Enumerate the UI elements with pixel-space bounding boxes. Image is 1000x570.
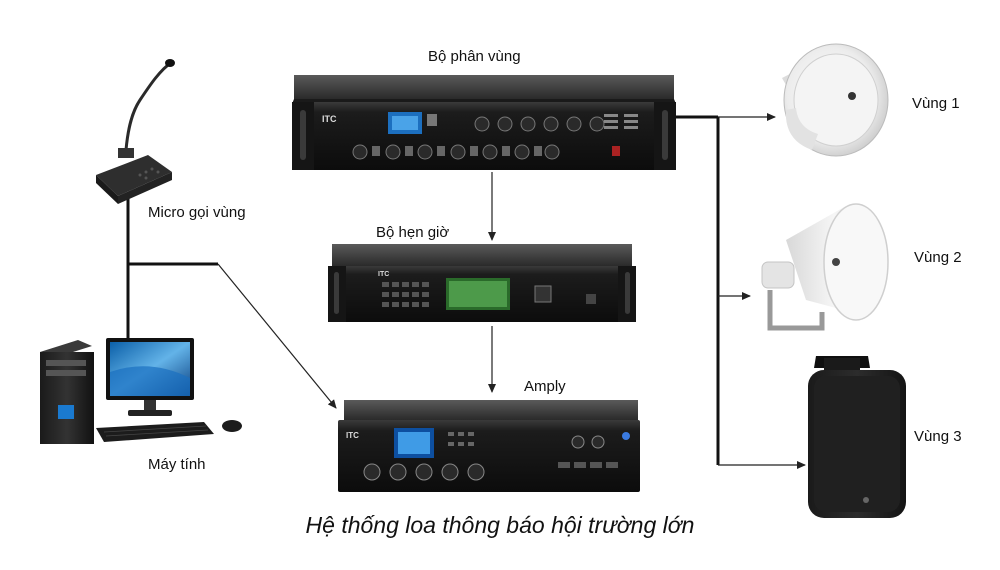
amplifier-device: ITC [338, 400, 640, 492]
zone-selector-brand: ITC [322, 114, 337, 124]
zone1-speaker [782, 43, 889, 157]
zone3-label: Vùng 3 [914, 428, 962, 445]
amplifier-brand: ITC [346, 431, 359, 440]
diagram-caption: Hệ thống loa thông báo hội trường lớn [305, 512, 695, 538]
mic-to-amp-arrow [217, 263, 337, 409]
computer-device [40, 338, 242, 444]
timer-brand: ITC [378, 271, 389, 278]
connection-lines [126, 113, 806, 469]
microphone-label: Micro gọi vùng [148, 204, 246, 221]
zone2-label: Vùng 2 [914, 249, 962, 266]
timer-label: Bộ hẹn giờ [376, 224, 449, 241]
timer-device: ITC [328, 244, 636, 322]
amplifier-label: Amply [524, 378, 566, 395]
zone-selector-label: Bộ phân vùng [428, 48, 521, 65]
microphone-device [96, 59, 175, 204]
zone3-speaker [808, 356, 906, 518]
zone2-speaker [761, 203, 889, 331]
zone-selector-device: ITC [292, 75, 676, 170]
zone1-label: Vùng 1 [912, 95, 960, 112]
computer-label: Máy tính [148, 456, 206, 473]
